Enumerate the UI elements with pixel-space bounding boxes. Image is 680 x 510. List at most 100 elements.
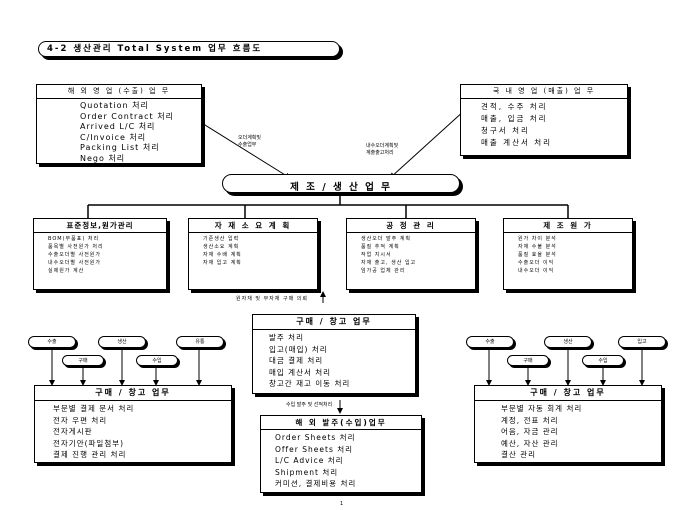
pill-receiving: 입고 bbox=[618, 336, 666, 348]
accounting-box: 구매 / 창고 업무 부문별 자동 회계 처리 계정, 전표 처리 어음, 자금… bbox=[474, 385, 662, 463]
arrow-label-line: 계출출고처리 bbox=[366, 150, 394, 156]
pill-purchase: 구매 bbox=[507, 355, 549, 366]
list-item: 발주 처리 bbox=[269, 333, 304, 342]
list-item: L/C Advice 처리 bbox=[275, 456, 344, 465]
accounting-header: 구매 / 창고 업무 bbox=[475, 386, 661, 401]
list-item: 창고간 재고 이동 처리 bbox=[269, 379, 351, 388]
pill-production: 생산 bbox=[544, 336, 592, 348]
list-item: 매출, 입금 처리 bbox=[481, 114, 548, 123]
list-item: 입고(매입) 처리 bbox=[269, 344, 328, 354]
purchase-request-label: 원자재 및 부자재 구매 의뢰 bbox=[236, 296, 308, 302]
overseas-sales-header: 해 외 영 업 (수출) 업 무 bbox=[37, 85, 201, 99]
groupware-header: 구매 / 창고 업무 bbox=[35, 386, 231, 401]
list-item: 계정, 전표 처리 bbox=[501, 415, 559, 425]
pill-export: 수출 bbox=[466, 336, 514, 348]
purchase-center-header: 구매 / 창고 업무 bbox=[253, 315, 415, 330]
overseas-sales-box: 해 외 영 업 (수출) 업 무 Quotation 처리 Order Cont… bbox=[36, 84, 202, 164]
module-header: 제 조 원 가 bbox=[504, 219, 632, 233]
title-text: 4-2 생산관리 Total System 업무 흐름도 bbox=[47, 44, 263, 54]
list-item: 내수오더별 사전원가 bbox=[48, 260, 101, 266]
list-item: 실제원가 계산 bbox=[48, 268, 85, 274]
list-item: 대금 결제 처리 bbox=[269, 356, 324, 365]
import-header: 해 외 발주(수입)업무 bbox=[261, 416, 421, 430]
arrow-label-line: 내수오더계획및 bbox=[366, 143, 399, 149]
list-item: 자재 입고 계획 bbox=[203, 260, 242, 266]
list-item: Quotation 처리 bbox=[80, 101, 149, 110]
domestic-sales-header: 국 내 영 업 (매출) 업 무 bbox=[461, 85, 627, 99]
list-item: 임가공 업체 관리 bbox=[361, 268, 406, 274]
module-list: 기준생산 입력 생산소요 계획 자재 수배 계획 자재 입고 계획 bbox=[189, 233, 317, 267]
production-node: 제 조 / 생 산 업 무 bbox=[222, 174, 460, 193]
list-item: 생산소요 계획 bbox=[203, 244, 240, 250]
module-header: 공 정 관 리 bbox=[347, 219, 475, 233]
purchase-warehouse-center: 구매 / 창고 업무 발주 처리 입고(매입) 처리 대금 결제 처리 매입 계… bbox=[252, 314, 416, 394]
list-item: Nego 처리 bbox=[80, 153, 126, 163]
import-list: Order Sheets 처리 Offer Sheets 처리 L/C Advi… bbox=[261, 430, 421, 490]
pill-import: 수입 bbox=[136, 355, 178, 366]
list-item: 생산오더 발주 계획 bbox=[361, 236, 411, 242]
list-item: 품질 효율 분석 bbox=[518, 252, 557, 258]
list-item: Offer Sheets 처리 bbox=[275, 444, 354, 454]
pill-production: 생산 bbox=[98, 336, 146, 348]
module-header: 표준정보,원가관리 bbox=[34, 219, 166, 233]
groupware-box: 구매 / 창고 업무 부문별 결제 문서 처리 전자 우편 처리 전자게시판 전… bbox=[34, 385, 232, 463]
pill-export: 수출 bbox=[28, 336, 76, 348]
list-item: 내수오더 이익 bbox=[518, 268, 555, 274]
list-item: 어음, 자금 관리 bbox=[501, 427, 559, 436]
module-manufacturing-cost: 제 조 원 가 원가 차이 분석 자재 수불 분석 품질 효율 분석 수출오더 … bbox=[503, 218, 633, 290]
module-list: BOM(부품표) 처리 품목별 사전원가 처리 수출오더별 사전원가 내수오더별… bbox=[34, 233, 166, 275]
page-number: 1 bbox=[340, 501, 344, 507]
list-item: Packing List 처리 bbox=[80, 143, 160, 152]
list-item: BOM(부품표) 처리 bbox=[48, 236, 100, 242]
list-item: 전자 우편 처리 bbox=[53, 415, 108, 425]
overseas-arrow-label: 오더계획및 수출업무 bbox=[238, 135, 261, 149]
list-item: 결산 관리 bbox=[501, 450, 536, 459]
list-item: 부문별 자동 회계 처리 bbox=[501, 404, 583, 413]
purchase-center-list: 발주 처리 입고(매입) 처리 대금 결제 처리 매입 계산서 처리 창고간 재… bbox=[253, 330, 415, 390]
module-list: 생산오더 발주 계획 품질 추적 계획 작업 지시서 자재 출고, 생산 입고 … bbox=[347, 233, 475, 275]
pill-purchase: 구매 bbox=[62, 355, 104, 366]
list-item: 결제 진행 관리 처리 bbox=[53, 450, 127, 459]
list-item: 견적, 수주 처리 bbox=[481, 102, 548, 111]
list-item: 기준생산 입력 bbox=[203, 236, 240, 242]
module-list: 원가 차이 분석 자재 수불 분석 품질 효율 분석 수출오더 이익 내수오더 … bbox=[504, 233, 632, 275]
list-item: Shipment 처리 bbox=[275, 467, 339, 477]
groupware-list: 부문별 결제 문서 처리 전자 우편 처리 전자게시판 전자기안(파일첨부) 결… bbox=[35, 401, 231, 461]
arrow-label-line: 오더계획및 bbox=[238, 135, 262, 141]
list-item: 자재 수배 계획 bbox=[203, 252, 242, 258]
domestic-arrow-label: 내수오더계획및 계출출고처리 bbox=[366, 143, 398, 157]
list-item: 품목별 사전원가 처리 bbox=[48, 244, 104, 250]
list-item: Arrived L/C 처리 bbox=[80, 122, 156, 131]
list-item: 원가 차이 분석 bbox=[518, 236, 557, 242]
import-orders-box: 해 외 발주(수입)업무 Order Sheets 처리 Offer Sheet… bbox=[260, 415, 422, 493]
import-label: 수입 발주 및 선적처리 bbox=[286, 402, 333, 408]
accounting-list: 부문별 자동 회계 처리 계정, 전표 처리 어음, 자금 관리 예산, 자산 … bbox=[475, 401, 661, 461]
list-item: Order Sheets 처리 bbox=[275, 433, 356, 442]
list-item: 자재 출고, 생산 입고 bbox=[361, 260, 417, 266]
list-item: 매입 계산서 처리 bbox=[269, 367, 332, 377]
list-item: 자재 수불 분석 bbox=[518, 244, 557, 250]
domestic-sales-box: 국 내 영 업 (매출) 업 무 견적, 수주 처리 매출, 입금 처리 청구서… bbox=[460, 84, 628, 156]
pill-import: 수입 bbox=[582, 355, 624, 366]
list-item: 매출 계산서 처리 bbox=[481, 138, 553, 147]
pill-distribution: 유통 bbox=[176, 336, 224, 348]
domestic-sales-list: 견적, 수주 처리 매출, 입금 처리 청구서 처리 매출 계산서 처리 bbox=[461, 99, 627, 149]
list-item: 수출오더 이익 bbox=[518, 260, 555, 266]
title-banner: 4-2 생산관리 Total System 업무 흐름도 bbox=[38, 41, 340, 57]
overseas-sales-list: Quotation 처리 Order Contract 처리 Arrived L… bbox=[37, 99, 201, 164]
list-item: 부문별 결제 문서 처리 bbox=[53, 404, 135, 413]
module-header: 자 재 소 요 계 획 bbox=[189, 219, 317, 233]
list-item: 품질 추적 계획 bbox=[361, 244, 400, 250]
list-item: 전자게시판 bbox=[53, 427, 93, 436]
production-title: 제 조 / 생 산 업 무 bbox=[290, 182, 392, 193]
list-item: 커미션, 결제비용 처리 bbox=[275, 479, 357, 488]
list-item: 전자기안(파일첨부) bbox=[53, 438, 125, 448]
module-material-planning: 자 재 소 요 계 획 기준생산 입력 생산소요 계획 자재 수배 계획 자재 … bbox=[188, 218, 318, 290]
list-item: 예산, 자산 관리 bbox=[501, 438, 559, 448]
arrow-label-line: 수출업무 bbox=[238, 142, 257, 148]
list-item: 작업 지시서 bbox=[361, 252, 392, 258]
list-item: 수출오더별 사전원가 bbox=[48, 252, 101, 258]
list-item: 청구서 처리 bbox=[481, 126, 530, 135]
module-process-management: 공 정 관 리 생산오더 발주 계획 품질 추적 계획 작업 지시서 자재 출고… bbox=[346, 218, 476, 290]
